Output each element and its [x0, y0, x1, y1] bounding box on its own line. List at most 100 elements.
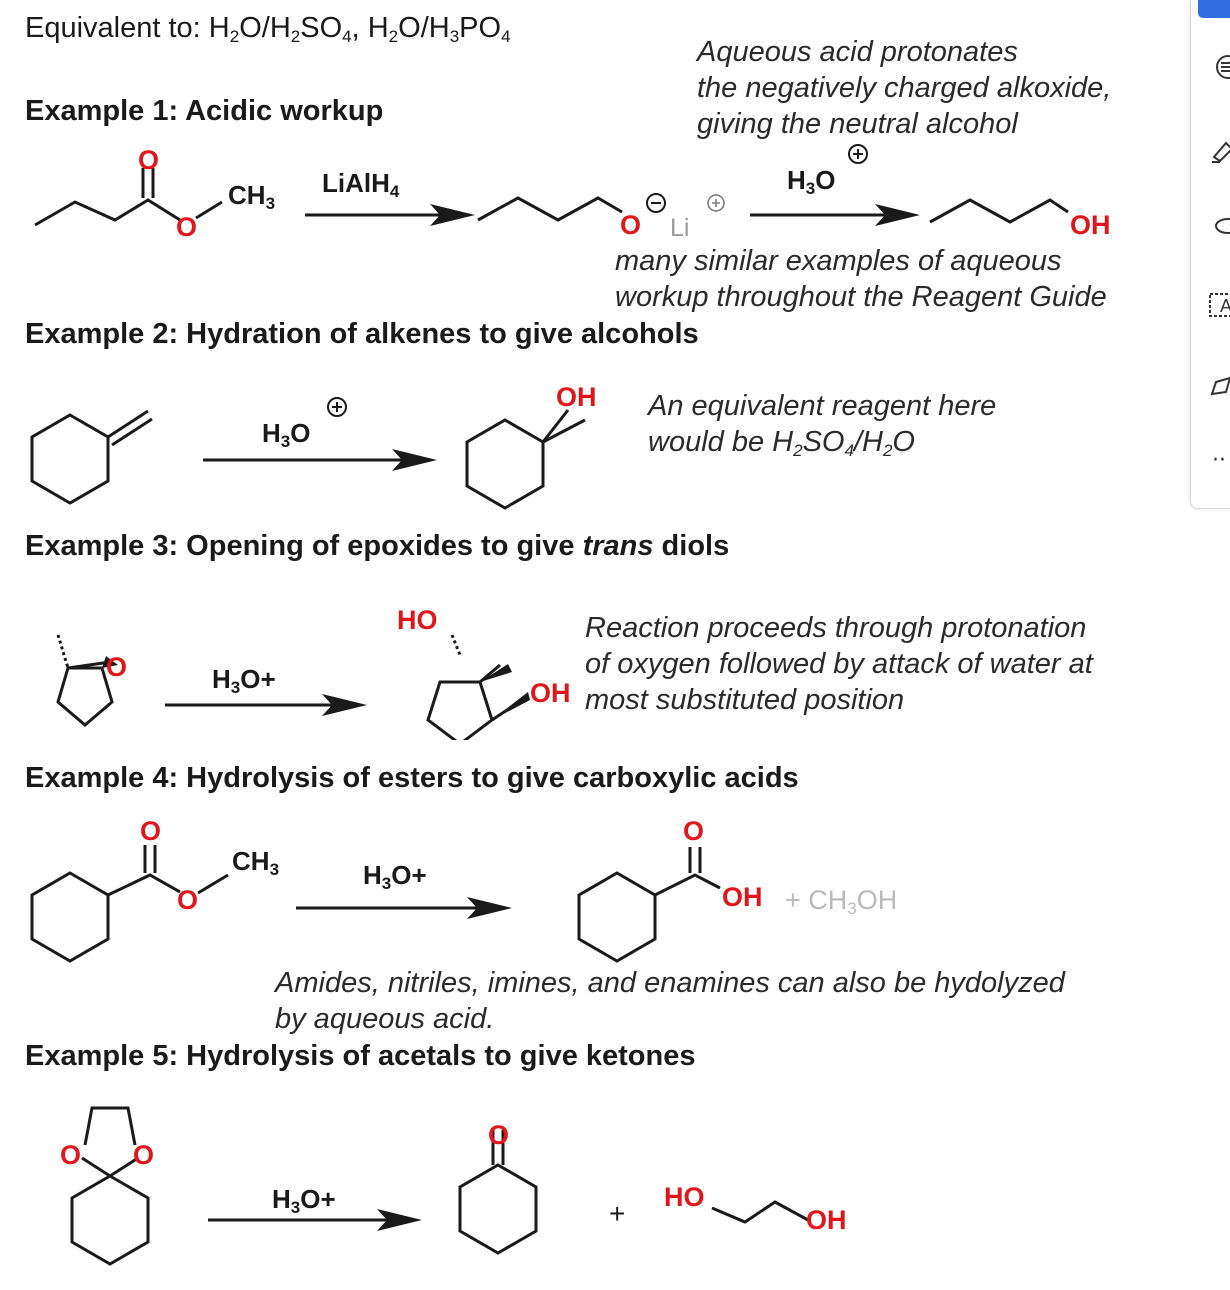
lialh4-reagent: LiAlH4: [322, 168, 399, 202]
ethylene-glycol-chain: [711, 1200, 809, 1224]
panel-top-button[interactable]: [1198, 0, 1230, 18]
note-line: by aqueous acid.: [275, 1003, 495, 1035]
diol-ho: HO: [397, 605, 438, 635]
ketone-oxygen: O: [488, 1120, 510, 1150]
note-line: Reaction proceeds through protonation: [585, 612, 1087, 644]
eq-part: , H: [351, 12, 389, 44]
note-line: Amides, nitriles, imines, and enamines c…: [275, 967, 1065, 999]
ester-skeleton: [34, 198, 181, 227]
note-line: many similar examples of aqueous: [615, 245, 1062, 277]
example1-note-top: Aqueous acid protonates the negatively c…: [697, 34, 1111, 142]
acid-cyclohexane-ring: [577, 871, 657, 963]
methoxy-bond: [195, 200, 223, 220]
sub: 3: [280, 432, 291, 451]
hashed-bond: [450, 634, 462, 656]
reaction-arrow-head: [467, 897, 512, 919]
sub: 2: [388, 27, 399, 46]
lithium-counterion: Li: [670, 214, 690, 242]
alcohol-chain: [929, 198, 1069, 224]
example5-heading: Example 5: Hydrolysis of acetals to give…: [25, 1040, 696, 1072]
example4-note: Amides, nitriles, imines, and enamines c…: [275, 965, 1065, 1037]
acetal-oxygen: O: [133, 1140, 155, 1170]
acid-oh: OH: [722, 882, 763, 912]
note-part: /H: [853, 426, 883, 458]
byproduct-text: + CH: [785, 885, 848, 915]
dioxolane-ring: [83, 1106, 137, 1146]
note-line: of oxygen followed by attack of water at: [585, 648, 1093, 680]
ester-cyclohexane-ring: [30, 871, 110, 963]
negative-charge-icon: [646, 193, 666, 213]
example2-heading: Example 2: Hydration of alkenes to give …: [25, 318, 699, 350]
spiro-cyclohexane-ring: [70, 1174, 150, 1266]
glycol-ho: HO: [664, 1182, 705, 1212]
h3o-reagent: H3O+: [363, 860, 427, 894]
ester-oxygen: O: [177, 885, 199, 915]
note-line: An equivalent reagent here: [648, 390, 997, 422]
sub: 4: [501, 27, 511, 46]
note-part: O: [892, 426, 915, 458]
reaction-arrow-head: [392, 449, 437, 471]
sub: 3: [805, 179, 816, 198]
example3-scheme: [56, 634, 530, 740]
note-line: workup throughout the Reagent Guide: [615, 281, 1107, 313]
list-icon[interactable]: [1206, 52, 1230, 82]
ch3-text: CH: [232, 846, 270, 876]
example1-heading: Example 1: Acidic workup: [25, 95, 384, 127]
example4-heading: Example 4: Hydrolysis of esters to give …: [25, 762, 799, 794]
h3o-reagent: H3O: [262, 418, 310, 452]
epoxide-oxygen: O: [106, 652, 128, 682]
note-line: would be H2SO4/H2O: [648, 424, 996, 469]
positive-charge-icon: [848, 144, 868, 164]
eq-part: O/H: [239, 12, 291, 44]
example3-heading: Example 3: Opening of epoxides to give t…: [25, 530, 729, 563]
sub: 4: [844, 441, 854, 460]
glycol-oh: OH: [806, 1205, 847, 1235]
svg-text:A: A: [1220, 296, 1230, 316]
acetal-oxygen: O: [60, 1140, 82, 1170]
sub: 2: [229, 27, 240, 46]
reaction-arrow-head: [322, 694, 367, 716]
reagent-text: O: [290, 418, 311, 448]
methyl-group: CH3: [232, 846, 280, 879]
note-line: giving the neutral alcohol: [697, 108, 1018, 140]
diol-oh: OH: [530, 678, 571, 708]
cyclohexanol-oh: OH: [556, 382, 597, 412]
epoxide-ring: [56, 666, 114, 727]
sub: 4: [389, 182, 400, 201]
reagent-text: LiAlH: [322, 168, 390, 198]
highlighter-icon[interactable]: [1206, 135, 1230, 165]
note-line: the negatively charged alkoxide,: [697, 72, 1112, 104]
h3o-reagent: H3O+: [212, 664, 276, 698]
eq-part: PO: [459, 12, 502, 44]
methyl-group: CH3: [228, 180, 276, 213]
equivalent-prefix: Equivalent to: H: [25, 12, 230, 44]
annotation-tool-panel: [1190, 0, 1230, 509]
text-box-icon[interactable]: A: [1206, 290, 1230, 320]
diol-ring: [426, 680, 494, 740]
example2-scheme: [30, 397, 586, 510]
example4-scheme: [30, 845, 721, 963]
reagent-text: O+: [391, 860, 427, 890]
pen-icon[interactable]: [1206, 370, 1230, 400]
sub: 3: [847, 899, 857, 918]
cyclohexanone-ring: [458, 1163, 538, 1255]
alkoxide-chain: [477, 196, 623, 222]
more-icon[interactable]: ··: [1212, 448, 1226, 473]
reaction-arrow-head: [430, 204, 475, 226]
ester-oxygen: O: [176, 212, 198, 242]
example3-note: Reaction proceeds through protonation of…: [585, 610, 1093, 718]
lasso-icon[interactable]: [1206, 212, 1230, 242]
sub: 3: [449, 27, 460, 46]
eq-part: O/H: [398, 12, 450, 44]
example1-note-bottom: many similar examples of aqueous workup …: [615, 243, 1107, 315]
reagent-text: H: [787, 165, 806, 195]
sub: 2: [290, 27, 301, 46]
sub: 4: [342, 27, 352, 46]
acid-carbonyl-oxygen: O: [683, 816, 705, 846]
byproduct-text: OH: [856, 885, 898, 915]
sub: 2: [793, 441, 803, 460]
note-part: would be H: [648, 426, 794, 458]
alcohol-oh: OH: [1070, 210, 1111, 240]
note-line: most substituted position: [585, 684, 905, 716]
h3o-reagent: H3O: [787, 165, 835, 199]
